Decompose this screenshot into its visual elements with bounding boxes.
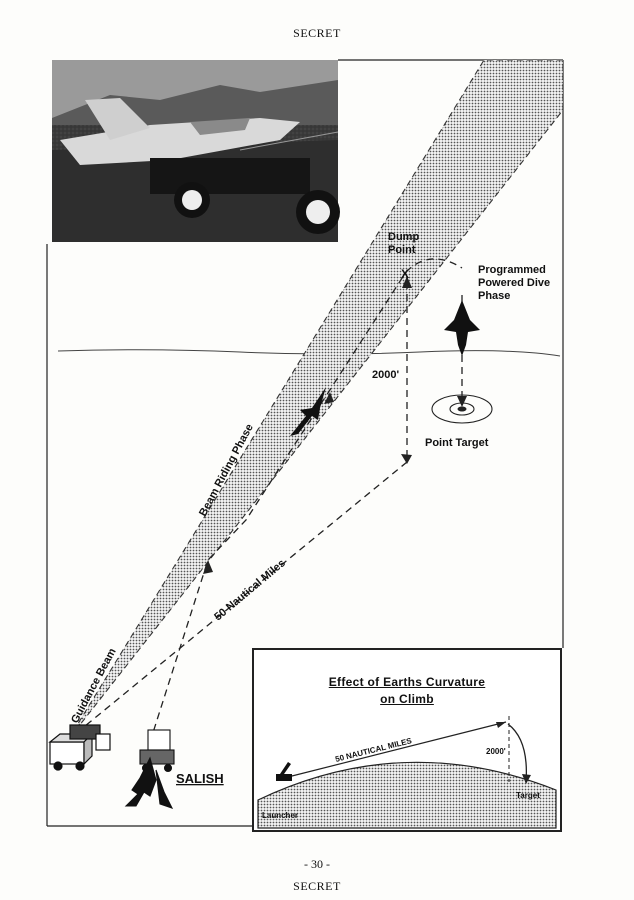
diving-missile-icon [444, 300, 480, 356]
target-label: Target [516, 791, 540, 800]
inset-title: Effect of Earths Curvature [328, 675, 486, 689]
dump-point-label-2: Point [388, 244, 416, 256]
climb-line [283, 721, 507, 779]
launcher-label: Launcher [262, 811, 298, 820]
flight-path-arrows [203, 276, 467, 574]
curvature-inset: Effect of Earths Curvature on Climb 50 N… [252, 648, 562, 832]
dump-point-marker: X [401, 267, 409, 281]
dump-point-label: Dump [388, 231, 419, 243]
guidance-truck-icon [48, 724, 111, 771]
point-target-label: Point Target [425, 437, 489, 449]
missile-photo [52, 60, 340, 242]
point-target-icon [431, 394, 493, 424]
page-number: - 30 - [304, 857, 330, 871]
altitude-label: 2000' [372, 369, 399, 381]
inset-subtitle: on Climb [380, 692, 434, 706]
dive-phase-label-1: Programmed [478, 264, 546, 276]
earth-surface [257, 761, 557, 829]
missile-in-beam-icon [290, 387, 326, 436]
guidance-beam [67, 59, 564, 741]
svg-text:Dump Point: Dump Point [388, 231, 422, 256]
classification-footer: SECRET [293, 879, 341, 893]
missile-name-label: SALISH [176, 771, 224, 786]
classification-header: SECRET [293, 26, 341, 40]
svg-text:Programmed Powered Dive: Programmed Powered Dive Phase [478, 264, 553, 302]
distance-label: 50 Nautical Miles [212, 557, 288, 623]
dive-phase-label-2: Powered Dive [478, 277, 550, 289]
inset-launcher-icon [276, 762, 292, 781]
inset-distance-label: 50 NAUTICAL MILES [334, 736, 413, 764]
inset-altitude-label: 2000' [486, 747, 506, 756]
guidance-beam-label: Guidance Beam [69, 646, 119, 725]
dive-phase-label-3: Phase [478, 290, 510, 302]
curvature-diagram: 50 NAUTICAL MILES 2000' Launcher Target [257, 716, 557, 829]
salish-launcher-icon [124, 729, 175, 809]
